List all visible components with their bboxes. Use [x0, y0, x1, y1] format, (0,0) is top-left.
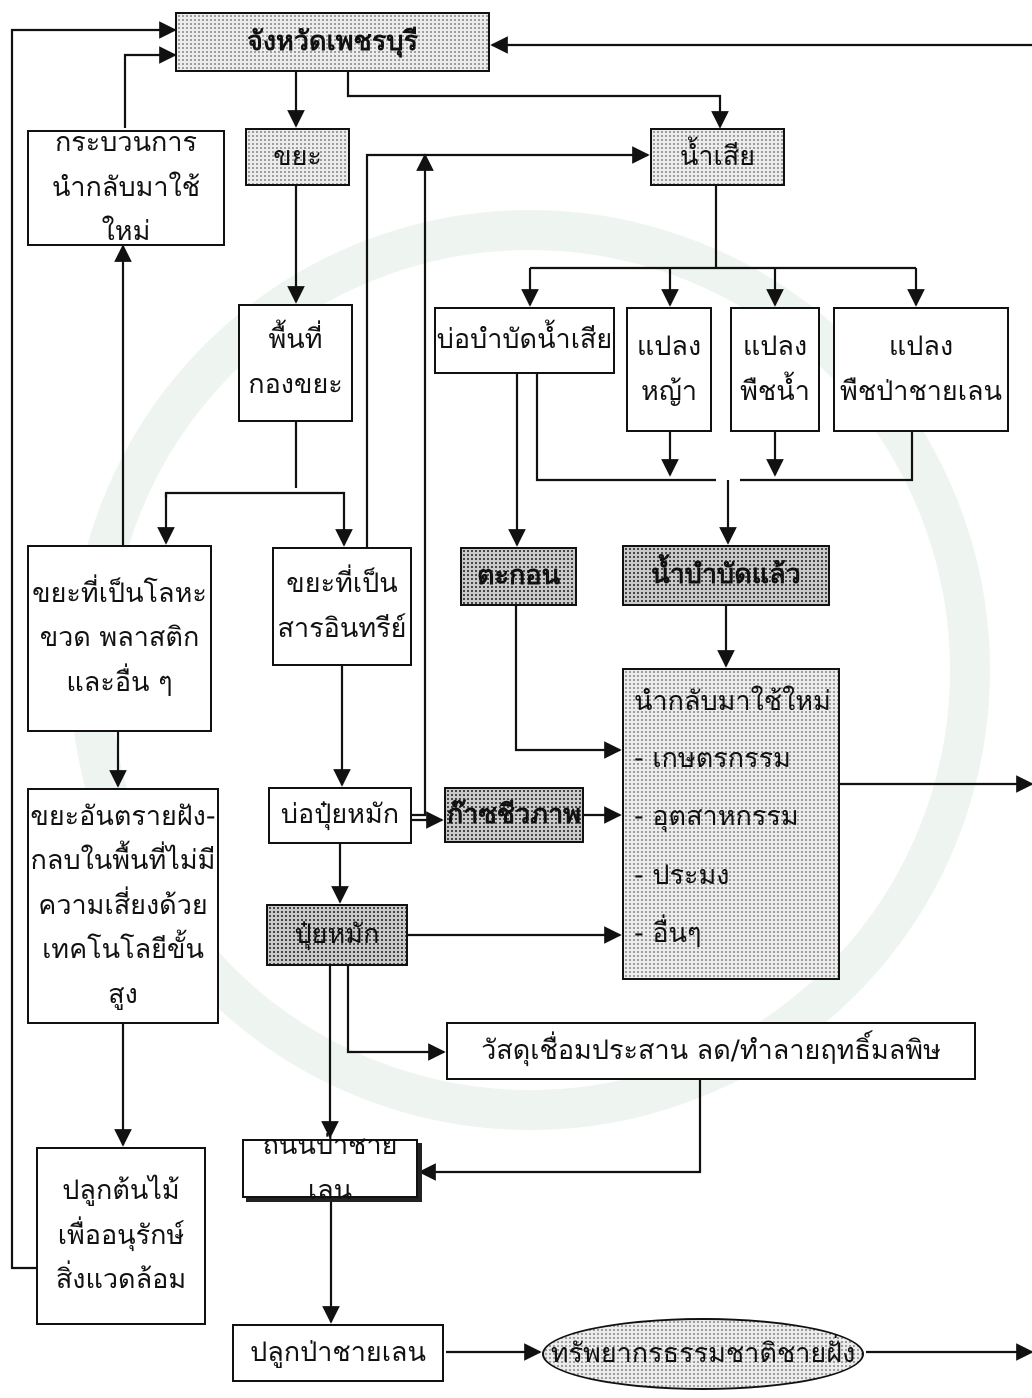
plant-mangrove-box: ปลูกป่าชายเลน [232, 1324, 444, 1382]
biogas-label: ก๊าซชีวภาพ [446, 798, 582, 830]
wastewater-label: น้ำเสีย [679, 140, 756, 172]
sediment-label: ตะกอน [476, 560, 561, 592]
reuse-box: นำกลับมาใช้ใหม่ - เกษตรกรรม - อุตสาหกรรม… [622, 668, 840, 980]
plant-mangrove-label: ปลูกป่าชายเลน [250, 1336, 426, 1368]
dump-site-box: พื้นที่ กองขยะ [238, 304, 353, 422]
reuse-title: นำกลับมาใช้ใหม่ [634, 686, 831, 717]
water-plant-plot-line-1: แปลง [742, 330, 808, 362]
hazardous-waste-line-2: กลบในพื้นที่ไม่มี [30, 845, 216, 877]
mangrove-road-label: ถนนป่าชายเลน [262, 1129, 398, 1206]
mangrove-road-box: ถนนป่าชายเลน [242, 1130, 418, 1206]
organic-waste-line-2: สารอินทรีย์ [277, 612, 407, 644]
reuse-item-industry: - อุตสาหกรรม [634, 801, 799, 833]
plant-trees-line-1: ปลูกต้นไม้ [62, 1175, 180, 1207]
reuse-item-agriculture: - เกษตรกรรม [634, 742, 791, 774]
organic-waste-line-1: ขยะที่เป็น [286, 567, 398, 599]
compost-pit-label: บ่อปุ๋ยหมัก [280, 799, 400, 831]
coastal-resources-label: ทรัพยากรธรรมชาติชายฝั่ง [550, 1337, 856, 1369]
garbage-box: ขยะ [245, 128, 350, 186]
province-label: จังหวัดเพชรบุรี [247, 25, 418, 57]
binder-box: วัสดุเชื่อมประสาน ลด/ทำลายฤทธิ์มลพิษ [446, 1022, 976, 1080]
wastewater-box: น้ำเสีย [650, 128, 785, 186]
mangrove-plant-plot-line-2: พืชป่าชายเลน [840, 375, 1002, 407]
mangrove-plant-plot-line-1: แปลง [888, 330, 954, 362]
reuse-item-others: - อื่นๆ [634, 918, 702, 950]
metal-waste-line-3: และอื่น ๆ [66, 666, 173, 698]
treated-water-box: น้ำบำบัดแล้ว [622, 545, 830, 606]
compost-pit-box: บ่อปุ๋ยหมัก [268, 787, 412, 844]
treatment-pond-label: บ่อบำบัดน้ำเสีย [436, 324, 613, 356]
grass-plot-box: แปลง หญ้า [626, 307, 712, 432]
recycle-process-line-1: กระบวนการ [54, 127, 198, 159]
compost-label: ปุ๋ยหมัก [294, 918, 380, 950]
hazardous-waste-line-3: ความเสี่ยงด้วย [38, 889, 208, 921]
binder-label: วัสดุเชื่อมประสาน ลด/ทำลายฤทธิ์มลพิษ [481, 1034, 941, 1066]
metal-waste-box: ขยะที่เป็นโลหะ ขวด พลาสติก และอื่น ๆ [27, 545, 212, 732]
dump-site-line-2: กองขยะ [248, 369, 343, 400]
water-plant-plot-line-2: พืชน้ำ [740, 375, 810, 407]
dump-site-line-1: พื้นที่ [268, 324, 323, 356]
treated-water-label: น้ำบำบัดแล้ว [651, 559, 801, 591]
plant-trees-line-3: สิ่งแวดล้อม [55, 1264, 187, 1296]
province-box: จังหวัดเพชรบุรี [175, 12, 490, 72]
water-plant-plot-box: แปลง พืชน้ำ [730, 307, 820, 432]
hazardous-waste-box: ขยะอันตรายฝัง- กลบในพื้นที่ไม่มี ความเสี… [27, 788, 219, 1024]
metal-waste-line-1: ขยะที่เป็นโลหะ [32, 577, 207, 609]
recycle-process-box: กระบวนการ นำกลับมาใช้ใหม่ [27, 127, 225, 247]
hazardous-waste-line-4: เทคโนโลยีขั้นสูง [42, 934, 204, 1010]
garbage-label: ขยะ [273, 140, 322, 172]
grass-plot-line-2: หญ้า [641, 375, 697, 407]
coastal-resources-ellipse: ทรัพยากรธรรมชาติชายฝั่ง [542, 1318, 864, 1390]
organic-waste-box: ขยะที่เป็น สารอินทรีย์ [272, 547, 412, 666]
sediment-box: ตะกอน [460, 547, 577, 606]
biogas-box: ก๊าซชีวภาพ [444, 787, 584, 843]
reuse-item-fishery: - ประมง [634, 859, 730, 891]
treatment-pond-box: บ่อบำบัดน้ำเสีย [434, 307, 615, 374]
mangrove-plant-plot-box: แปลง พืชป่าชายเลน [833, 307, 1009, 432]
hazardous-waste-line-1: ขยะอันตรายฝัง- [30, 800, 216, 832]
metal-waste-line-2: ขวด พลาสติก [39, 622, 200, 654]
plant-trees-line-2: เพื่ออนุรักษ์ [57, 1219, 185, 1251]
plant-trees-box: ปลูกต้นไม้ เพื่ออนุรักษ์ สิ่งแวดล้อม [36, 1147, 206, 1325]
compost-box: ปุ๋ยหมัก [266, 904, 408, 966]
grass-plot-line-1: แปลง [636, 330, 702, 362]
recycle-process-line-2: นำกลับมาใช้ใหม่ [51, 171, 201, 248]
